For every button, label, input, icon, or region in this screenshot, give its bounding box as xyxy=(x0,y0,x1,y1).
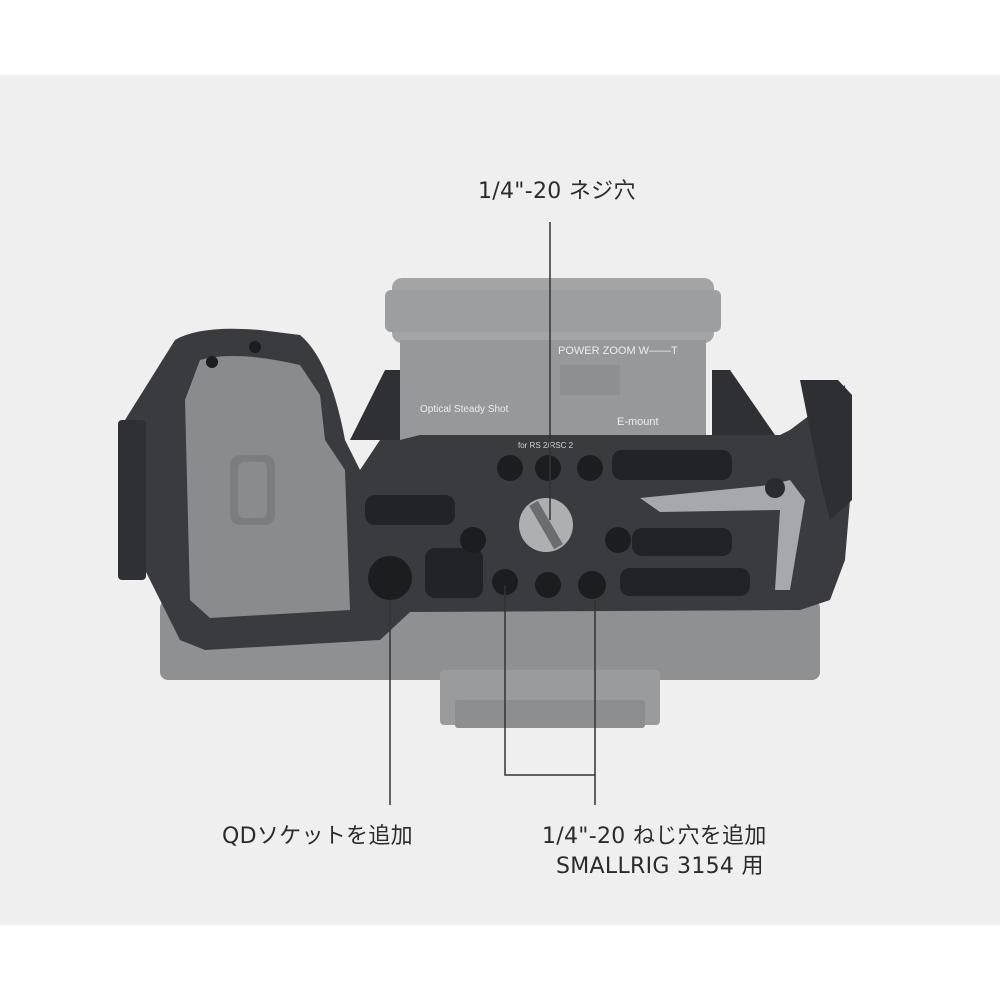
battery-door xyxy=(185,356,350,618)
lens-power-zoom-text: POWER ZOOM W——T xyxy=(558,345,678,357)
cage-slots xyxy=(365,450,805,598)
callout-top-label: 1/4"-20 ネジ穴 xyxy=(478,179,636,204)
callout-right-label-line1: 1/4"-20 ねじ穴を追加 xyxy=(542,824,767,849)
lens: POWER ZOOM W——T E-mount Optical Steady S… xyxy=(385,278,721,445)
plate-marking-text: for RS 2/RSC 2 xyxy=(518,441,574,450)
lens-steady-text: Optical Steady Shot xyxy=(420,404,509,415)
screw-holes: for RS 2/RSC 2 xyxy=(206,341,631,600)
qd-socket-icon xyxy=(368,556,412,600)
lens-emount-text: E-mount xyxy=(617,416,659,428)
callout-right-label-line2: SMALLRIG 3154 用 xyxy=(556,854,764,879)
callout-lines xyxy=(389,222,596,805)
callout-qd-label: QDソケットを追加 xyxy=(222,824,413,849)
